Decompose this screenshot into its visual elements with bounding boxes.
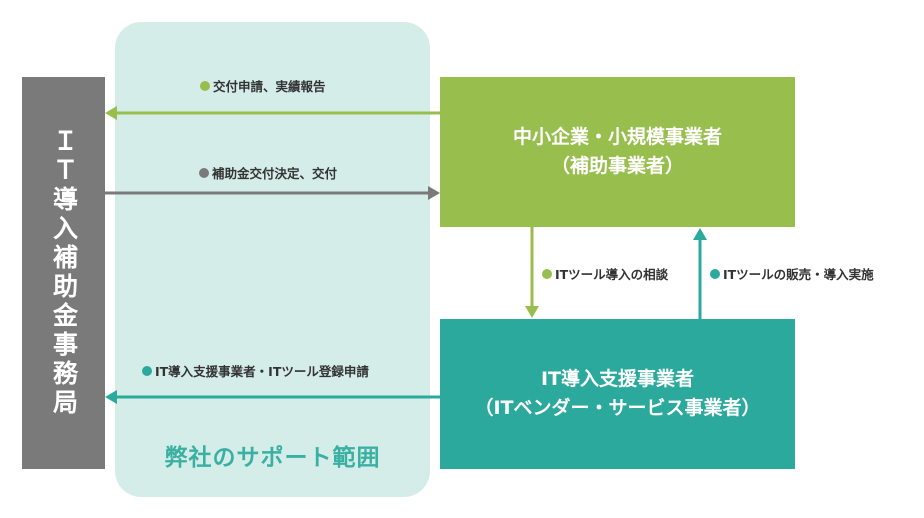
teal-dot-icon (142, 365, 152, 376)
vendor-box: IT導入支援事業者 （ITベンダー・サービス事業者） (440, 319, 795, 469)
arrow-grant-decision (105, 186, 440, 200)
sme-title: 中小企業・小規模事業者 (512, 126, 722, 148)
vendor-title: IT導入支援事業者 (540, 368, 695, 390)
flow-label-sales-implementation: ITツールの販売・導入実施 (710, 264, 874, 283)
arrow-vendor-registration (105, 390, 440, 404)
flow-label-vendor-registration: IT導入支援事業者・ITツール登録申請 (142, 361, 369, 380)
arrow-sales-implementation (693, 228, 707, 319)
support-area-label: 弊社のサポート範囲 (164, 445, 381, 471)
green-dot-icon (200, 80, 210, 91)
flow-label-application-report: 交付申請、実績報告 (200, 76, 326, 95)
teal-dot-icon (710, 268, 720, 279)
gray-dot-icon (199, 167, 209, 178)
arrow-application-report (105, 106, 440, 120)
vendor-subtitle: （ITベンダー・サービス事業者） (474, 397, 761, 419)
sme-box: 中小企業・小規模事業者 （補助事業者） (440, 77, 795, 227)
support-area (115, 22, 430, 497)
arrow-consultation (525, 227, 539, 318)
sme-subtitle: （補助事業者） (550, 155, 684, 177)
green-dot-icon (542, 268, 552, 279)
flow-label-consultation: ITツール導入の相談 (542, 264, 668, 283)
it-subsidy-office-label: ＩＴ導入補助金事務局 (49, 128, 79, 418)
flow-label-grant-decision: 補助金交付決定、交付 (199, 163, 337, 182)
it-subsidy-office-box: ＩＴ導入補助金事務局 (22, 77, 105, 469)
